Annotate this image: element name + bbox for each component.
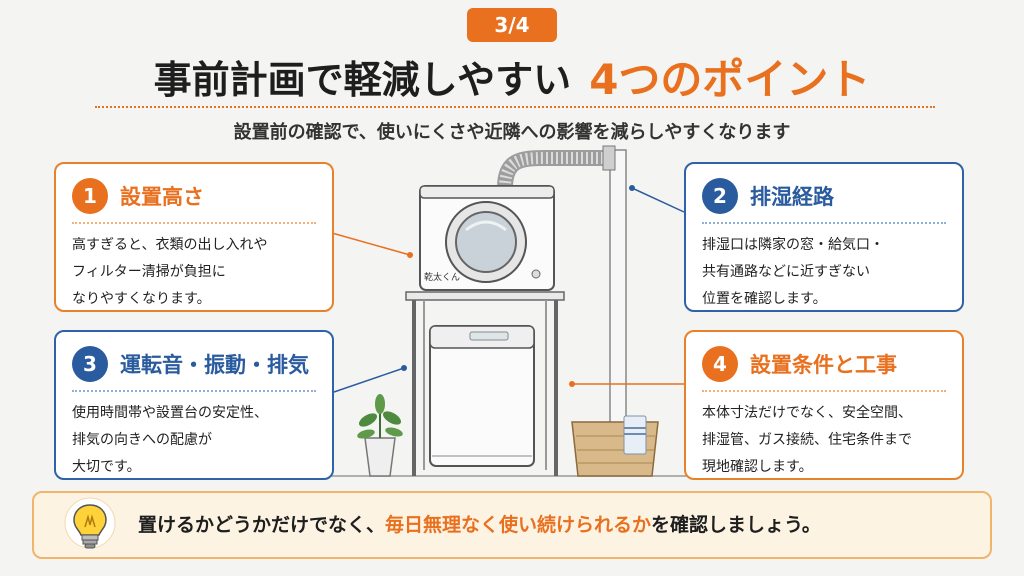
card-divider — [72, 222, 316, 224]
point-card-header: 3 運転音・振動・排気 — [72, 344, 316, 384]
title-divider — [95, 106, 935, 108]
tip-suffix: を確認しましょう。 — [651, 514, 821, 536]
point-card-header: 2 排湿経路 — [702, 176, 946, 216]
page-indicator-badge: 3/4 — [467, 8, 557, 42]
tip-bar — [32, 491, 992, 559]
potted-plant-icon — [357, 394, 403, 477]
point-title: 設置条件と工事 — [750, 353, 897, 377]
exhaust-duct-icon — [497, 145, 616, 189]
point-description: 高すぎると、衣類の出し入れや フィルター清掃が負担に なりやすくなります。 — [72, 237, 268, 307]
washing-machine-icon — [429, 325, 535, 467]
point-title: 運転音・振動・排気 — [120, 353, 309, 377]
dryer-brand-label: 乾太くん — [424, 273, 461, 283]
point-card-3: 3 運転音・振動・排気 使用時間帯や設置台の安定性、 排気の向きへの配慮が 大切… — [54, 330, 334, 480]
card-divider — [702, 390, 946, 392]
card-divider — [702, 222, 946, 224]
title-accent: 4つのポイント — [589, 54, 871, 104]
laundry-basket-icon — [571, 415, 659, 477]
tip-prefix: 置けるかどうかだけでなく、 — [138, 514, 386, 536]
point-card-4: 4 設置条件と工事 本体寸法だけでなく、安全空間、 排湿管、ガス接続、住宅条件ま… — [684, 330, 964, 480]
card-divider — [72, 390, 316, 392]
point-description: 使用時間帯や設置台の安定性、 排気の向きへの配慮が 大切です。 — [72, 405, 268, 475]
point-number-badge: 1 — [72, 178, 108, 214]
point-description: 本体寸法だけでなく、安全空間、 排湿管、ガス接続、住宅条件まで 現地確認します。 — [702, 405, 912, 475]
point-card-1: 1 設置高さ 高すぎると、衣類の出し入れや フィルター清掃が負担に なりやすくな… — [54, 162, 334, 312]
wall-pillar — [609, 149, 627, 476]
dryer-stand — [405, 291, 565, 476]
point-description: 排湿口は隣家の窓・給気口・ 共有通路などに近すぎない 位置を確認します。 — [702, 237, 884, 307]
page-title: 事前計画で軽減しやすい 4つのポイント — [0, 48, 1024, 104]
point-card-2: 2 排湿経路 排湿口は隣家の窓・給気口・ 共有通路などに近すぎない 位置を確認し… — [684, 162, 964, 312]
title-main: 事前計画で軽減しやすい — [153, 57, 572, 102]
point-number-badge: 2 — [702, 178, 738, 214]
lightbulb-icon — [64, 497, 116, 549]
point-card-header: 1 設置高さ — [72, 176, 316, 216]
point-number-badge: 4 — [702, 346, 738, 382]
point-card-header: 4 設置条件と工事 — [702, 344, 946, 384]
tip-accent: 毎日無理なく使い続けられるか — [385, 514, 652, 536]
tip-message: 置けるかどうかだけでなく、毎日無理なく使い続けられるかを確認しましょう。 — [138, 510, 821, 537]
point-number-badge: 3 — [72, 346, 108, 382]
point-title: 排湿経路 — [750, 185, 834, 209]
subtitle: 設置前の確認で、使いにくさや近隣への影響を減らしやすくなります — [233, 122, 791, 143]
point-title: 設置高さ — [120, 185, 204, 209]
